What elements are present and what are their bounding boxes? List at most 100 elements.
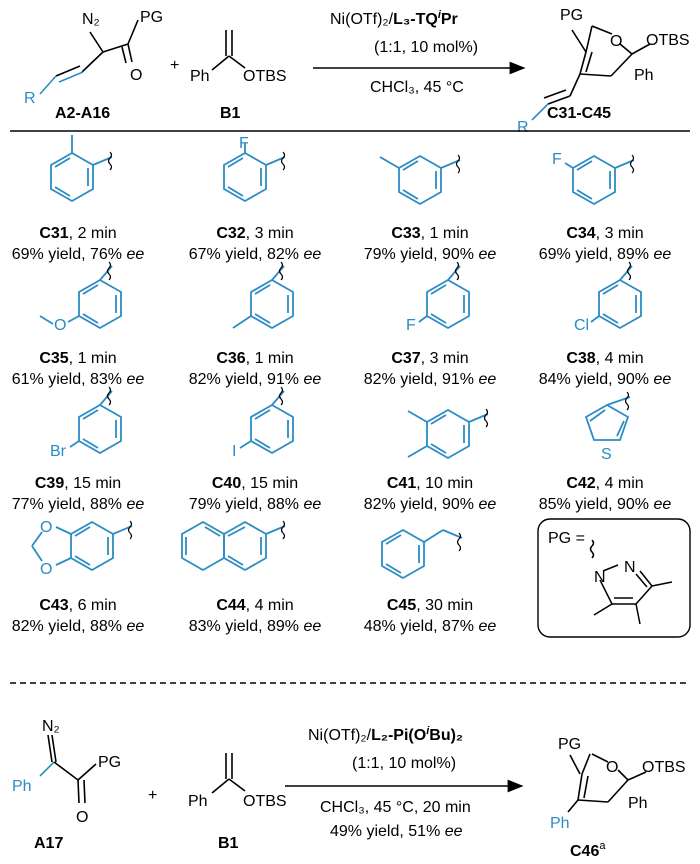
atom-br-c39: Br	[50, 443, 67, 460]
product-structure	[531, 25, 651, 121]
caption-c41-line1: C41, 10 min	[387, 475, 473, 492]
a17-pg: PG	[98, 754, 121, 771]
pg-equals-label: PG =	[548, 530, 585, 547]
c46-pg: PG	[558, 736, 581, 753]
reagent-b-label: B1	[220, 105, 241, 122]
atom-o2-c43: O	[40, 561, 52, 578]
reagent-a-r: R	[24, 90, 36, 107]
reagent-a-n2: N₂	[82, 11, 100, 28]
reagent-b-structure	[211, 30, 246, 71]
atom-o-c35: O	[54, 317, 66, 334]
plus-sign-bottom: +	[148, 787, 157, 804]
caption-c34-line2: 69% yield, 89% ee	[539, 246, 672, 263]
caption-c32-line2: 67% yield, 82% ee	[189, 246, 322, 263]
reagent-a-label: A2-A16	[55, 105, 110, 122]
a17-ph: Ph	[12, 778, 32, 795]
caption-c40-line2: 79% yield, 88% ee	[189, 496, 322, 513]
structure-c32	[223, 143, 286, 203]
structure-c43	[31, 520, 133, 572]
caption-c38-line2: 84% yield, 90% ee	[539, 371, 672, 388]
caption-c39-line1: C39, 15 min	[35, 475, 121, 492]
caption-c43-line1: C43, 6 min	[39, 597, 116, 614]
caption-c43-line2: 82% yield, 88% ee	[12, 618, 145, 635]
pyrazole-structure	[589, 539, 673, 625]
reagent-a-structure	[39, 19, 139, 95]
caption-c45-line1: C45, 30 min	[387, 597, 473, 614]
structure-c31	[50, 135, 113, 203]
bottom-scheme	[39, 734, 647, 813]
structure-c45	[381, 528, 463, 580]
caption-c37-line1: C37, 3 min	[391, 350, 468, 367]
product-o: O	[610, 33, 622, 50]
atom-i-c40: I	[232, 443, 236, 460]
atom-o1-c43: O	[40, 519, 52, 536]
b1-label-bottom: B1	[218, 835, 239, 852]
structure-c41	[407, 408, 489, 460]
atom-f-c37: F	[406, 317, 416, 334]
a17-n2: N₂	[42, 718, 60, 735]
reagent-b-ph: Ph	[190, 68, 210, 85]
caption-c36-line2: 82% yield, 91% ee	[189, 371, 322, 388]
caption-c44-line1: C44, 4 min	[216, 597, 293, 614]
top-condition-line-3: CHCl₃, 45 °C	[370, 79, 464, 96]
reagent-a17-structure	[39, 734, 97, 804]
b1-ph-bottom: Ph	[188, 793, 208, 810]
attachment-markers	[106, 151, 635, 552]
product-ph: Ph	[634, 67, 654, 84]
caption-c35-line1: C35, 1 min	[39, 350, 116, 367]
pyrazole-n2: N	[624, 559, 636, 576]
bottom-scheme-text: N₂ PG O Ph A17 + Ph OTBS B1 Ni(OTf)₂/L₂-…	[12, 718, 686, 860]
atom-f-c34: F	[552, 151, 562, 168]
caption-c42-line1: C42, 4 min	[566, 475, 643, 492]
c46-label: C46a	[570, 840, 606, 860]
b1-otbs-bottom: OTBS	[243, 793, 287, 810]
caption-c35-line2: 61% yield, 83% ee	[12, 371, 145, 388]
product-otbs: OTBS	[646, 32, 690, 49]
pg-definition-box: PG = N N	[537, 518, 691, 638]
structure-c42	[584, 396, 631, 441]
caption-c32-line1: C32, 3 min	[216, 225, 293, 242]
structure-c40	[239, 390, 294, 455]
top-scheme-text: N₂ PG O R A2-A16 + Ph OTBS B1 Ni(OTf)₂/L…	[24, 7, 690, 136]
c46-otbs: OTBS	[642, 759, 686, 776]
bottom-condition-line-4: 49% yield, 51% ee	[330, 823, 463, 840]
atom-cl-c38: Cl	[574, 317, 589, 334]
structure-c33	[379, 154, 461, 206]
caption-c38-line1: C38, 4 min	[566, 350, 643, 367]
structure-c38	[590, 265, 642, 330]
pyrazole-n1: N	[594, 569, 606, 586]
structure-c34	[564, 154, 635, 206]
c46-o: O	[606, 759, 618, 776]
caption-c45-line2: 48% yield, 87% ee	[364, 618, 497, 635]
caption-c40-line1: C40, 15 min	[212, 475, 298, 492]
reagent-b1-structure-bottom	[211, 753, 246, 794]
caption-c33-line1: C33, 1 min	[391, 225, 468, 242]
caption-c44-line2: 83% yield, 89% ee	[189, 618, 322, 635]
structure-c44	[181, 520, 286, 572]
caption-c31-line1: C31, 2 min	[39, 225, 116, 242]
product-r: R	[517, 119, 529, 136]
plus-sign-top: +	[170, 57, 179, 74]
caption-c33-line2: 79% yield, 90% ee	[364, 246, 497, 263]
caption-c41-line2: 82% yield, 90% ee	[364, 496, 497, 513]
product-pg: PG	[560, 7, 583, 24]
product-c46-structure	[567, 753, 647, 813]
reagent-b-otbs: OTBS	[243, 68, 287, 85]
structure-c36	[232, 265, 294, 330]
product-label: C31-C45	[547, 105, 611, 122]
bottom-condition-line-3: CHCl₃, 45 °C, 20 min	[320, 799, 471, 816]
top-condition-line-1: Ni(OTf)₂/L₃-TQiPr	[330, 9, 458, 28]
bottom-condition-line-1: Ni(OTf)₂/L₂-Pi(OiBu)₂	[308, 725, 463, 744]
reagent-a-o: O	[130, 67, 142, 84]
caption-c37-line2: 82% yield, 91% ee	[364, 371, 497, 388]
caption-c31-line2: 69% yield, 76% ee	[12, 246, 145, 263]
c46-ph-aryl: Ph	[550, 815, 570, 832]
heteroatom-labels: F F O F Cl Br I S O O	[40, 135, 612, 578]
structure-c35	[39, 265, 122, 330]
c46-ph: Ph	[628, 795, 648, 812]
top-condition-line-2: (1:1, 10 mol%)	[374, 39, 478, 56]
top-scheme	[39, 19, 651, 121]
structure-c37	[418, 265, 470, 330]
structure-c39	[69, 390, 122, 455]
